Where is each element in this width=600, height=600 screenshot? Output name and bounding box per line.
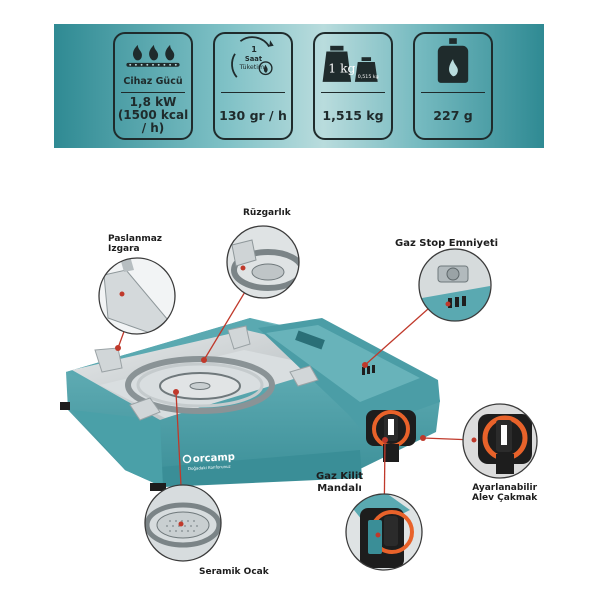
gas-value: 227 g (433, 107, 473, 123)
callout-dots (115, 345, 426, 443)
separator (221, 92, 285, 93)
weight-icon: 1 kg 0,515 kg (322, 45, 379, 82)
weight-big-text: 1 kg (328, 61, 355, 75)
brand-name: orcamp (193, 452, 236, 465)
stove-body: orcamp Doğadaki Konforunuz (60, 318, 440, 491)
power-kw: 1,8 kW (129, 94, 177, 109)
separator (321, 92, 385, 93)
detail-circle-ceramic (144, 484, 222, 562)
power-label: Cihaz Gücü (123, 76, 183, 87)
hour-number: 1 (251, 44, 257, 54)
detail-circle-igniter (462, 403, 538, 479)
consumption-text: Tüketim (239, 64, 265, 71)
label-gas-lock: Gaz Kilit Mandalı (316, 471, 364, 494)
detail-circle-windscreen (226, 225, 300, 299)
spec-card-gas: 227 g (413, 32, 493, 140)
weight-small-text: 0,515 kg (358, 74, 379, 80)
label-windscreen: Rüzgarlık (243, 208, 291, 218)
power-value: 1,8 kW (1500 kcal / h) (115, 94, 191, 135)
hour-text: Saat (245, 55, 263, 63)
consumption-value: 130 gr / h (219, 107, 287, 123)
detail-circle-gas-stop (418, 248, 492, 322)
weight-value: 1,515 kg (322, 107, 384, 123)
detail-circle-gas-lock (345, 493, 423, 571)
brand-tagline: Doğadaki Konforunuz (188, 464, 231, 471)
spec-card-power: Cihaz Gücü 1,8 kW (1500 kcal / h) (113, 32, 193, 140)
spec-bar: Cihaz Gücü 1,8 kW (1500 kcal / h) 1 Saat… (54, 24, 544, 148)
spec-card-consumption: 1 Saat Tüketim 130 gr / h (213, 32, 293, 140)
flame-burner-icon (126, 44, 180, 67)
label-igniter: Ayarlanabilir Alev Çakmak (472, 483, 538, 503)
label-grate: Paslanmaz Izgara (108, 234, 163, 254)
gas-cylinder-icon (437, 38, 469, 83)
label-gas-stop: Gaz Stop Emniyeti (395, 238, 499, 249)
hour-consumption-icon: 1 Saat Tüketim (231, 36, 274, 78)
detail-circle-grate (98, 257, 176, 335)
spec-card-weight: 1 kg 0,515 kg 1,515 kg (313, 32, 393, 140)
separator (121, 92, 185, 93)
separator (421, 92, 485, 93)
power-kcal: (1500 kcal / h) (117, 107, 189, 135)
brand-logo-mark (182, 454, 192, 464)
label-ceramic: Seramik Ocak (199, 567, 269, 577)
